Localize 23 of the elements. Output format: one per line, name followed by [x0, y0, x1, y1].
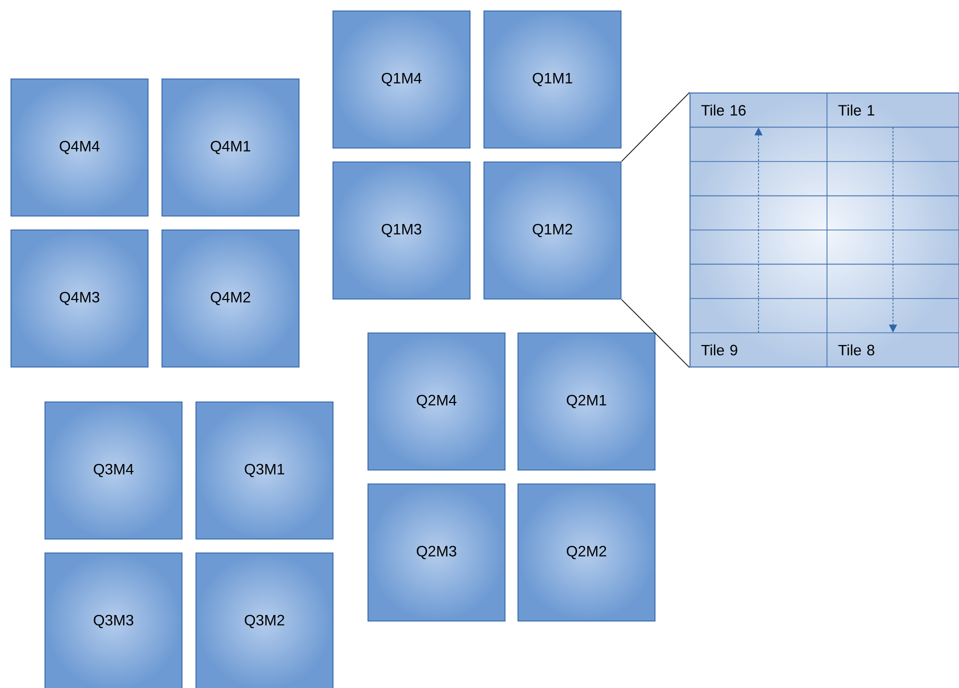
module-tile: Q4M4 [10, 78, 148, 216]
module-tile: Q4M3 [10, 230, 148, 368]
module-tile: Q1M3 [332, 162, 470, 300]
zoom-panel [690, 92, 959, 368]
tile-cell: Tile 1 [838, 104, 874, 116]
module-tile: Q2M1 [518, 332, 656, 470]
module-tile: Q2M3 [368, 484, 506, 622]
tile-cell: Tile 16 [701, 104, 746, 116]
module-tile: Q2M4 [368, 332, 506, 470]
module-tile: Q1M2 [484, 162, 622, 300]
module-tile: Q3M4 [44, 402, 182, 540]
tile-cell: Tile 8 [838, 344, 874, 356]
module-tile: Q3M1 [196, 402, 334, 540]
tile-cell: Tile 9 [701, 344, 738, 356]
module-tile: Q4M1 [162, 78, 300, 216]
module-tile: Q4M2 [162, 230, 300, 368]
module-tile: Q3M3 [44, 552, 182, 688]
module-tile: Q3M2 [196, 552, 334, 688]
module-tile: Q1M1 [484, 10, 622, 148]
zoom-line [621, 299, 690, 368]
zoom-line [621, 92, 690, 162]
module-tile: Q2M2 [518, 484, 656, 622]
module-tile: Q1M4 [332, 10, 470, 148]
